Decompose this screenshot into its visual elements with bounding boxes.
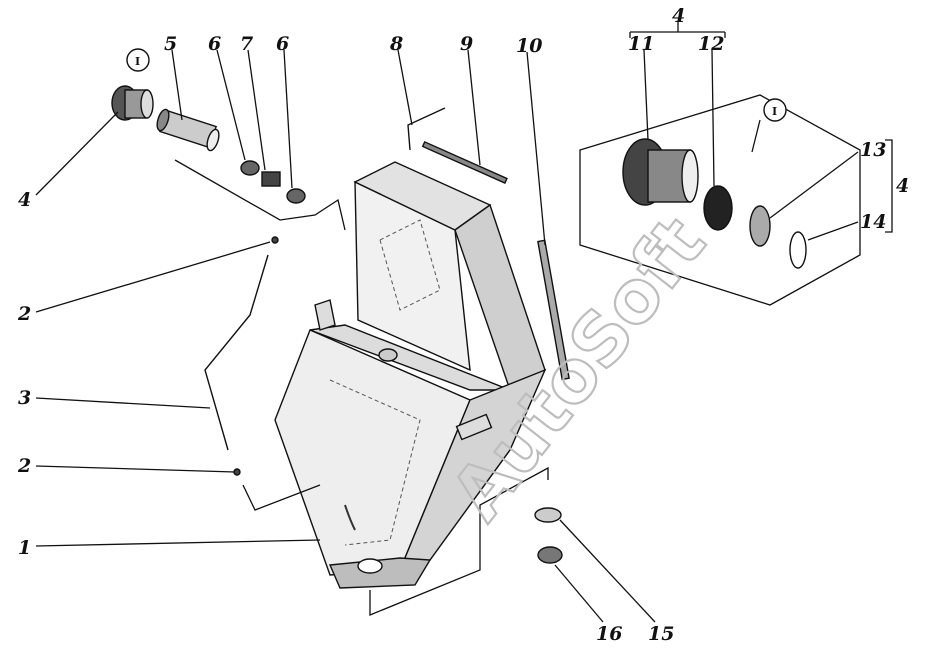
callout-9: 9	[460, 33, 473, 55]
callout-2-upper: 2	[17, 303, 31, 325]
callout-15: 15	[648, 623, 674, 645]
detail-box	[579, 94, 861, 306]
callout-13: 13	[860, 139, 886, 161]
strip-10	[537, 239, 570, 381]
callout-4-top: 4	[672, 5, 685, 27]
detail-mark-right: I	[772, 105, 777, 118]
valve-parts	[240, 160, 306, 204]
callout-8: 8	[389, 33, 403, 55]
callouts: 4 5 6 7 6 8 9 10 4 11 12 13 14 4 2 3 2 1…	[17, 5, 909, 645]
callout-4-right: 4	[896, 175, 909, 197]
callout-2-lower: 2	[17, 455, 31, 477]
washer-15	[534, 507, 562, 523]
callout-16: 16	[596, 623, 622, 645]
callout-5: 5	[164, 33, 177, 55]
tank-body	[274, 161, 547, 589]
strip-9	[421, 140, 508, 184]
callout-12: 12	[698, 33, 724, 55]
callout-6a: 6	[208, 33, 221, 55]
leader-lines	[35, 22, 893, 623]
intake-pipe	[156, 108, 220, 152]
callout-11: 11	[628, 33, 654, 55]
callout-4-left: 4	[18, 189, 31, 211]
callout-14: 14	[860, 211, 886, 233]
detail-mark-left: I	[135, 55, 140, 68]
filter-assembly-left	[111, 48, 154, 121]
callout-1: 1	[18, 537, 31, 559]
callout-3: 3	[18, 387, 31, 409]
callout-6b: 6	[276, 33, 289, 55]
tube-3	[204, 254, 269, 451]
callout-10: 10	[516, 35, 542, 57]
callout-7: 7	[240, 33, 253, 55]
clamp-2-upper	[271, 236, 279, 244]
bracket-8	[407, 107, 446, 151]
plug-16	[537, 546, 563, 564]
